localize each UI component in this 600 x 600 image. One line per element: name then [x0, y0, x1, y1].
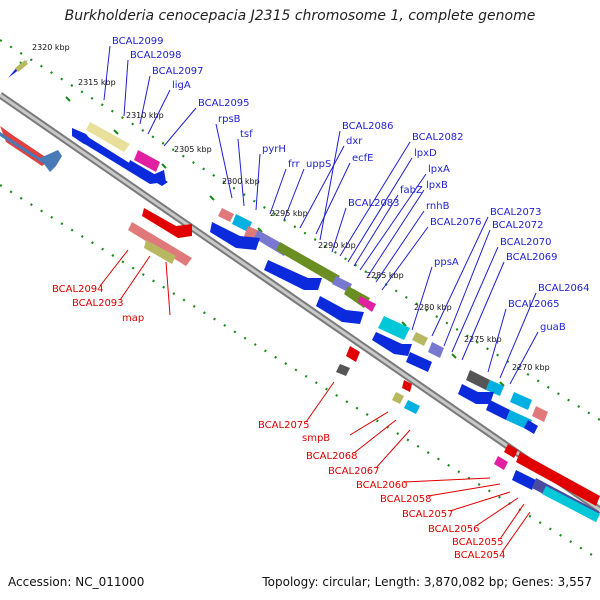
gene-label: BCAL2060: [356, 480, 408, 491]
tick-label: 2270 kbp: [512, 363, 550, 372]
gene-label: BCAL2083: [348, 198, 400, 209]
gene-label: BCAL2082: [412, 132, 464, 143]
gene-label: smpB: [302, 433, 330, 444]
gene-label: pyrH: [262, 144, 286, 155]
gene-label: BCAL2076: [430, 217, 482, 228]
map-title: Burkholderia cenocepacia J2315 chromosom…: [64, 8, 536, 24]
gene-label: BCAL2097: [152, 66, 204, 77]
tick-label: 2285 kbp: [366, 271, 404, 280]
tick-label: 2310 kbp: [126, 111, 164, 120]
gene-label: BCAL2055: [452, 537, 504, 548]
gene-label: rnhB: [426, 201, 450, 212]
gene-label: BCAL2093: [72, 298, 124, 309]
gene-label: ppsA: [434, 257, 459, 268]
gene-label: BCAL2098: [130, 50, 182, 61]
gene-label: BCAL2065: [508, 299, 560, 310]
gene-label: BCAL2072: [492, 220, 544, 231]
chromosome-backbone: [0, 92, 600, 513]
tick-label: 2295 kbp: [270, 209, 308, 218]
gene-label: BCAL2075: [258, 420, 310, 431]
gene-label: BCAL2064: [538, 283, 590, 294]
tick-label: 2300 kbp: [222, 177, 260, 186]
gene-features: [0, 60, 600, 522]
gene-label: BCAL2056: [428, 524, 480, 535]
gene-label: BCAL2070: [500, 237, 552, 248]
gene-label: fabZ: [400, 185, 423, 196]
gene-label: map: [122, 313, 144, 324]
tick-label: 2315 kbp: [78, 78, 116, 87]
gene-label: dxr: [346, 136, 363, 147]
gene-label: BCAL2099: [112, 36, 164, 47]
tick-label: 2280 kbp: [414, 303, 452, 312]
gene-label: lpxB: [426, 180, 448, 191]
gene-label: BCAL2073: [490, 207, 542, 218]
gene-label: BCAL2057: [402, 509, 454, 520]
gene-label: BCAL2068: [306, 451, 358, 462]
gene-label: BCAL2086: [342, 121, 394, 132]
tick-label: 2320 kbp: [32, 43, 70, 52]
gene-label: lpxD: [414, 148, 437, 159]
gene-label: ligA: [172, 80, 191, 91]
gene-label: BCAL2069: [506, 252, 558, 263]
gene-label: BCAL2095: [198, 98, 250, 109]
gene-label: tsf: [240, 129, 253, 140]
tick-label: 2275 kbp: [464, 335, 502, 344]
tick-label: 2290 kbp: [318, 241, 356, 250]
tick-label: 2305 kbp: [174, 145, 212, 154]
genome-summary-text: Topology: circular; Length: 3,870,082 bp…: [262, 575, 592, 589]
gene-label: lpxA: [428, 164, 450, 175]
gene-label: BCAL2054: [454, 550, 506, 561]
gene-label: rpsB: [218, 114, 241, 125]
gene-label: guaB: [540, 322, 566, 333]
tick-labels: 2320 kbp 2315 kbp 2310 kbp 2305 kbp 2300 kbp…: [32, 43, 550, 372]
gene-label: BCAL2094: [52, 284, 104, 295]
gene-label: uppS: [306, 159, 331, 170]
accession-text: Accession: NC_011000: [8, 575, 145, 589]
gene-label: BCAL2058: [380, 494, 432, 505]
gene-label: frr: [288, 159, 300, 170]
gene-label: ecfE: [352, 153, 374, 164]
gene-label: BCAL2067: [328, 466, 380, 477]
outer-dotted-track: [0, 39, 600, 561]
